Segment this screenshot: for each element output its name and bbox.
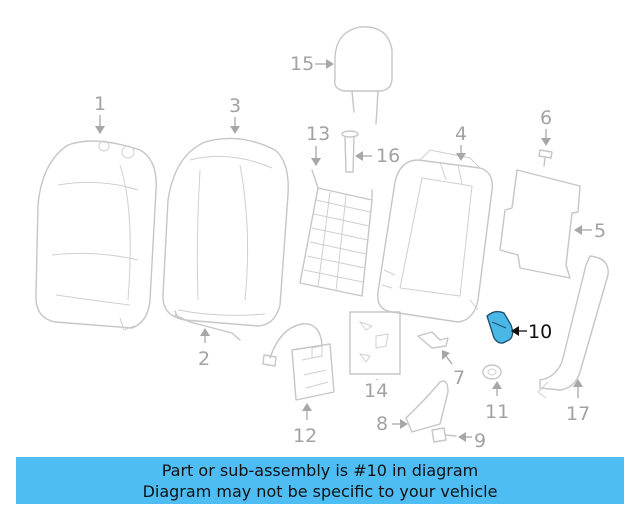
callout-15: 15 xyxy=(290,53,334,75)
svg-text:16: 16 xyxy=(376,145,400,167)
svg-text:6: 6 xyxy=(540,107,552,129)
part-11-cap xyxy=(482,364,502,380)
callout-16: 16 xyxy=(355,145,400,167)
info-banner: Part or sub-assembly is #10 in diagram D… xyxy=(16,457,624,504)
part-5-back-panel xyxy=(499,169,581,279)
callout-6: 6 xyxy=(540,107,552,146)
part-8-shield xyxy=(405,380,449,433)
svg-text:7: 7 xyxy=(453,367,465,389)
callout-7: 7 xyxy=(442,350,465,389)
part-17-side-cover xyxy=(537,255,609,399)
callout-12: 12 xyxy=(293,403,317,447)
svg-text:11: 11 xyxy=(485,401,509,423)
part-6-bolt xyxy=(538,149,553,167)
callout-14: 14 xyxy=(364,379,388,402)
part-14-clip-set xyxy=(349,311,401,375)
banner-line-2: Diagram may not be specific to your vehi… xyxy=(142,482,498,501)
callout-9: 9 xyxy=(458,430,486,452)
svg-text:5: 5 xyxy=(594,220,606,242)
svg-text:12: 12 xyxy=(293,425,317,447)
part-15-headrest xyxy=(334,26,393,125)
svg-text:3: 3 xyxy=(229,95,241,117)
svg-text:14: 14 xyxy=(364,380,388,402)
part-1-seat-back-cover xyxy=(35,140,157,331)
part-16-guide xyxy=(341,130,359,173)
svg-text:13: 13 xyxy=(306,123,330,145)
part-10-highlighted-cover xyxy=(486,310,514,344)
callout-13: 13 xyxy=(306,123,330,166)
part-13-wire-mat xyxy=(299,169,373,297)
callout-17: 17 xyxy=(566,379,590,425)
callout-8: 8 xyxy=(376,413,408,435)
part-4-frame xyxy=(377,149,493,323)
part-2-rod xyxy=(174,310,241,341)
part-9-screw xyxy=(431,427,457,443)
callout-3: 3 xyxy=(229,95,241,134)
svg-text:9: 9 xyxy=(474,430,486,452)
svg-text:4: 4 xyxy=(455,123,467,145)
svg-text:8: 8 xyxy=(376,413,388,435)
callout-2: 2 xyxy=(198,328,210,370)
svg-text:15: 15 xyxy=(290,53,314,75)
callout-11: 11 xyxy=(485,381,509,423)
svg-text:2: 2 xyxy=(198,348,210,370)
callout-4: 4 xyxy=(455,123,467,161)
part-12-lumbar-assembly xyxy=(262,323,335,401)
banner-line-1: Part or sub-assembly is #10 in diagram xyxy=(161,461,479,480)
callout-5: 5 xyxy=(574,220,606,242)
svg-text:17: 17 xyxy=(566,403,590,425)
callout-1: 1 xyxy=(94,93,106,134)
svg-text:10: 10 xyxy=(528,321,552,343)
callout-10: 10 xyxy=(511,321,552,343)
part-3-seat-back-pad xyxy=(162,137,289,327)
svg-text:1: 1 xyxy=(94,93,106,115)
part-7-bracket xyxy=(417,331,449,349)
